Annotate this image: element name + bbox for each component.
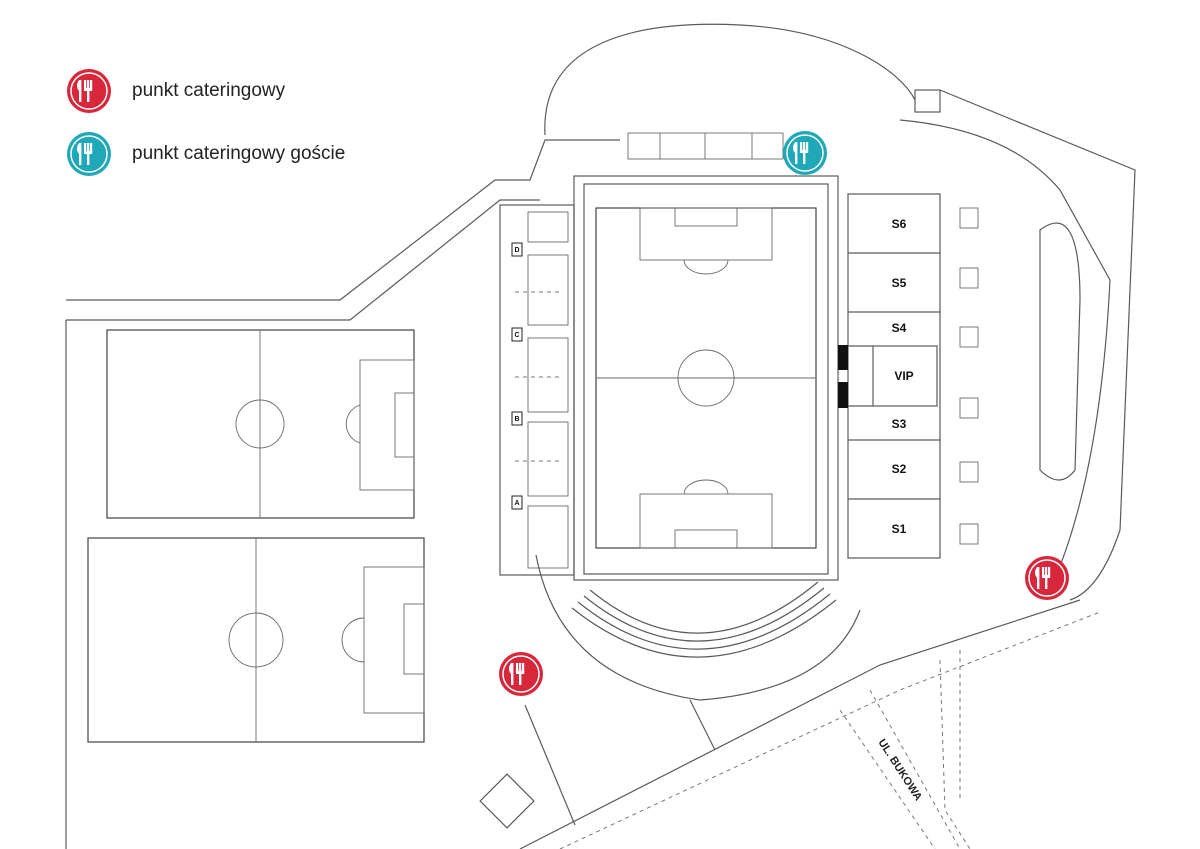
street-dashed-2	[839, 709, 936, 849]
street-dashed-1	[869, 689, 961, 849]
south-road-edge	[519, 599, 1081, 849]
legend-catering-guest: punkt cateringowy goście	[66, 131, 345, 177]
east-stairs	[959, 207, 979, 545]
street-label: UL. BUKOWA	[875, 737, 924, 803]
legend-catering: punkt cateringowy	[66, 68, 285, 114]
legend-catering-guest-label: punkt cateringowy goście	[132, 143, 346, 164]
sector-s3-label: S3	[892, 417, 907, 431]
east-stand	[838, 193, 941, 559]
south-curved-stand	[571, 581, 837, 658]
gate-box	[914, 89, 941, 113]
street-dashed-3	[939, 659, 971, 849]
sector-vip-label: VIP	[894, 369, 913, 383]
sector-s5-label: S5	[892, 276, 907, 290]
catering-guest-legend-icon	[67, 132, 111, 176]
sector-tag-d: D	[514, 247, 519, 254]
east-boundary	[939, 89, 1136, 601]
north-path-boundary-inner	[66, 199, 540, 321]
north-path-boundary	[66, 139, 620, 301]
sector-tag-b: B	[514, 416, 519, 423]
south-concourse	[535, 554, 861, 701]
sector-s1-label: S1	[892, 522, 907, 536]
east-parking-loop	[1039, 222, 1081, 481]
main-pitch	[595, 207, 817, 549]
east-boundary-inner	[899, 119, 1111, 591]
north-arc	[544, 23, 916, 136]
west-sector-tags: D C B A	[511, 242, 523, 510]
sector-s2-label: S2	[892, 462, 907, 476]
sector-tag-c: C	[514, 332, 519, 339]
path-sw	[524, 704, 576, 826]
catering-marker-southeast[interactable]	[1025, 556, 1069, 600]
stadium-inner-wall	[583, 183, 829, 575]
training-pitch-1	[106, 329, 415, 519]
catering-guest-marker[interactable]	[783, 131, 827, 175]
kiosk-box	[479, 773, 535, 829]
path-south-1	[689, 699, 716, 751]
sector-s6-label: S6	[892, 217, 907, 231]
training-pitch-2	[87, 537, 425, 743]
catering-marker-southwest[interactable]	[499, 652, 543, 696]
legend-catering-label: punkt cateringowy	[132, 80, 286, 101]
west-stand	[499, 204, 575, 576]
north-stand	[627, 132, 784, 160]
sector-s4-label: S4	[892, 321, 907, 335]
sector-tag-a: A	[514, 500, 519, 507]
catering-legend-icon	[67, 69, 111, 113]
